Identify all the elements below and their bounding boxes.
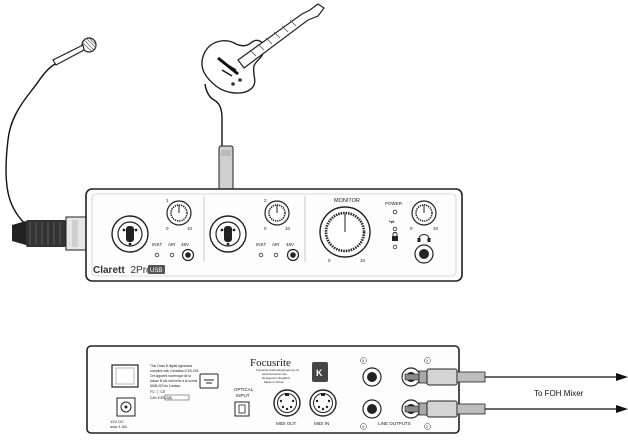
output-num-4: 4: [362, 424, 365, 429]
model-suffix: 2Pre: [130, 265, 152, 276]
optical-label-line-2: INPUT: [236, 393, 250, 398]
gain-knob-2-icon[interactable]: [264, 200, 290, 226]
output-num-3: 3: [362, 358, 365, 363]
note-line-4: classe B est conforme à la norme: [150, 379, 198, 383]
microphone-icon: [5, 37, 97, 229]
midi-out-label: MIDI OUT: [276, 421, 296, 426]
usb-port-icon[interactable]: [199, 373, 219, 389]
lock-icon: [392, 232, 398, 241]
kensington-lock-icon[interactable]: K: [312, 362, 328, 382]
note-line-5: NMB-003 du Canada.: [150, 384, 181, 388]
line-output-4-icon[interactable]: [362, 399, 382, 419]
ch2-inst-led-icon: [258, 252, 264, 258]
ch1-inst-label: INST: [152, 242, 163, 247]
power-switch-icon[interactable]: [111, 364, 139, 388]
knob1-scale-max: 10: [187, 226, 193, 231]
brand-sub-1: Focusrite Audio Engineering Ltd.: [256, 368, 300, 372]
monitor-knob-icon[interactable]: [319, 206, 371, 258]
ch2-48v-label: 48V: [286, 242, 294, 247]
note-line-7: CAN ICES-3(B): [150, 396, 172, 400]
model-badge: USB: [150, 268, 162, 274]
midi-in-port-icon[interactable]: [309, 389, 337, 417]
channel-2-number: 2: [264, 198, 267, 203]
output-num-1: 1: [426, 358, 429, 363]
ch2-air-label: AIR: [272, 242, 280, 247]
note-line-3: Cet appareil numérique de la: [150, 374, 191, 378]
headphone-knob-icon[interactable]: [411, 200, 437, 226]
model-name: Clarett: [93, 265, 125, 276]
brand-sub-4: Made in China: [264, 380, 284, 384]
monitor-scale-max: 10: [360, 258, 366, 263]
model-badge-bg: [148, 265, 165, 274]
dc-label-line-2: max 1.5A: [110, 424, 127, 429]
ch1-button-icon[interactable]: [181, 248, 195, 262]
line-output-3-icon[interactable]: [362, 367, 382, 387]
front-panel: 1 0 10 2 0 10 INST AIR 48V INST AIR 48V: [85, 188, 463, 282]
knob2-scale-max: 10: [285, 226, 291, 231]
brand-sub-2: www.focusrite.com: [262, 372, 288, 376]
output-cable-1-icon: [404, 368, 628, 386]
power-label: POWER: [385, 201, 403, 206]
knob2-scale-min: 0: [264, 226, 267, 231]
svg-text:Clarett 2Pre: Clarett 2Pre: [93, 265, 152, 276]
rear-brand: Focusrite: [250, 357, 291, 369]
monitor-scale-min: 0: [328, 258, 331, 263]
ch2-inst-label: INST: [256, 242, 267, 247]
phones-scale-max: 10: [433, 226, 439, 231]
note-line-1: This Class B digital apparatus: [150, 364, 193, 368]
optical-input-icon[interactable]: [234, 401, 250, 417]
dc-input-icon[interactable]: [116, 397, 136, 417]
headphone-jack-icon[interactable]: [414, 244, 434, 264]
ch1-inst-led-icon: [154, 252, 160, 258]
headphones-icon: [417, 234, 431, 242]
rear-panel: 12V DC max 1.5A This Class B digital app…: [86, 345, 460, 434]
lock-led-icon: [392, 244, 398, 250]
monitor-label: MONITOR: [334, 198, 360, 204]
gain-knob-1-icon[interactable]: [166, 200, 192, 226]
usb-led-icon: [392, 226, 398, 232]
combo-input-1-icon[interactable]: [111, 215, 149, 253]
channel-1-number: 1: [166, 198, 169, 203]
usb-symbol: •⇄: [389, 219, 395, 224]
note-line-2: complies with Canadian ICES-003.: [150, 369, 199, 373]
output-cable-2-icon: [404, 400, 628, 418]
ch1-48v-label: 48V: [181, 242, 189, 247]
midi-in-label: MIDI IN: [314, 421, 329, 426]
guitar-icon: [201, 3, 325, 146]
ch2-air-led-icon: [273, 252, 279, 258]
ch1-air-label: AIR: [168, 242, 176, 247]
foh-mixer-label: To FOH Mixer: [534, 389, 584, 398]
knob1-scale-min: 0: [166, 226, 169, 231]
ch1-air-led-icon: [169, 252, 175, 258]
svg-text:K: K: [316, 368, 323, 378]
ch2-button-icon[interactable]: [286, 248, 300, 262]
brand-sub-3: Designed in England: [262, 376, 290, 380]
phones-scale-min: 0: [410, 226, 413, 231]
midi-out-port-icon[interactable]: [273, 389, 301, 417]
optical-label-line-1: OPTICAL: [234, 387, 254, 392]
line-outputs-label: LINE OUTPUTS: [378, 421, 411, 426]
note-line-6: FC ⓘ CE: [150, 389, 166, 394]
power-led-icon: [392, 209, 398, 215]
combo-input-2-icon[interactable]: [209, 215, 247, 253]
output-num-2: 2: [426, 424, 429, 429]
dc-label-line-1: 12V DC: [110, 419, 124, 424]
compliance-note: This Class B digital apparatus complies …: [150, 364, 199, 401]
